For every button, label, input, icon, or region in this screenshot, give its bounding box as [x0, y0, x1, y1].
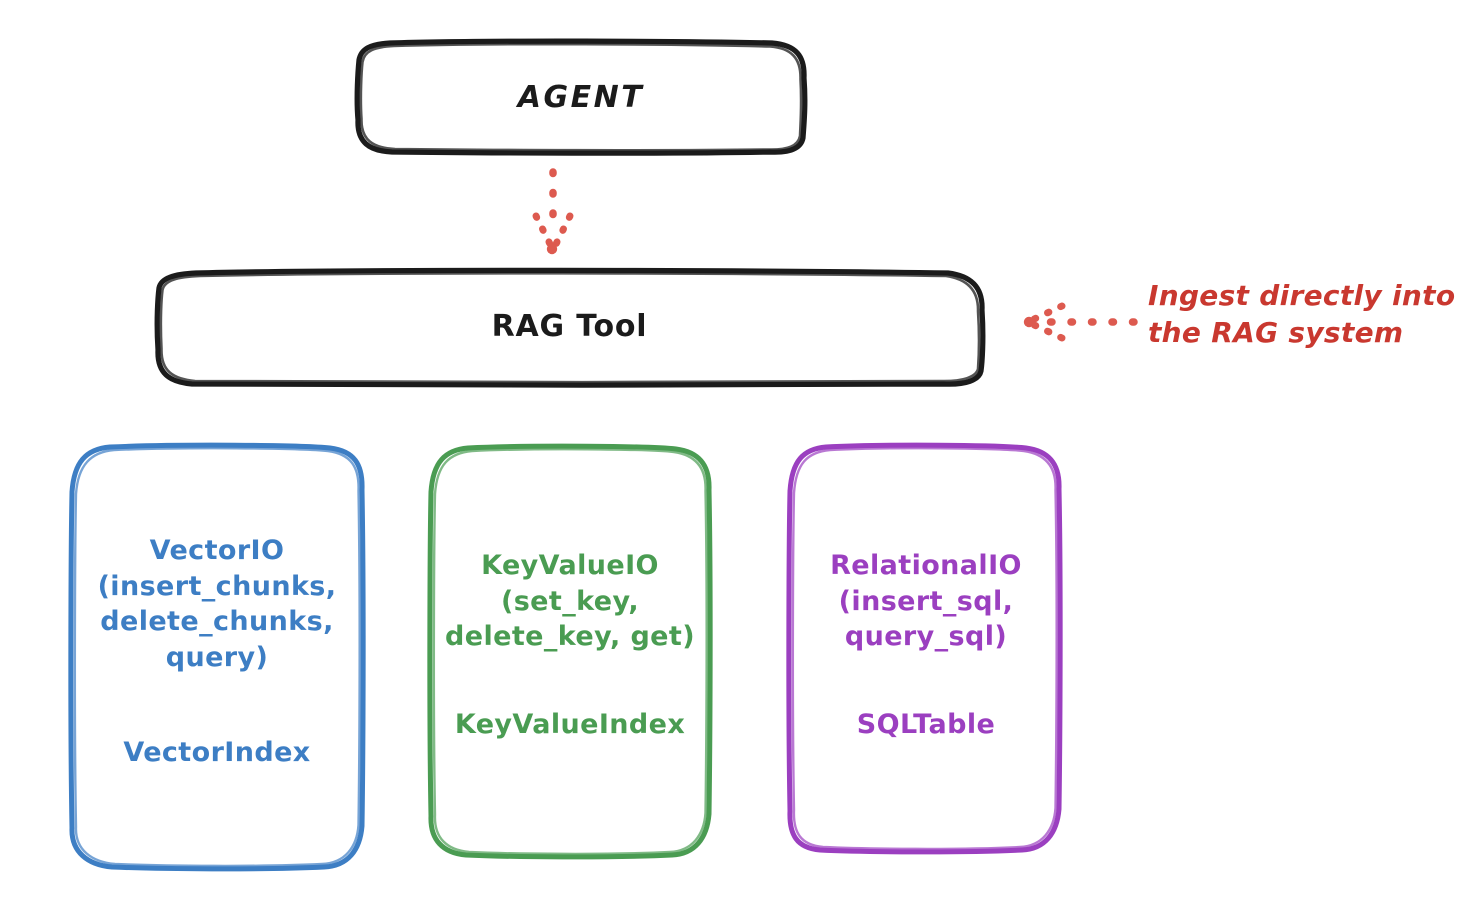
key-value-io-node-shape[interactable]: [427, 443, 713, 860]
agent-node-shape[interactable]: [354, 38, 808, 156]
relational-io-node-shape[interactable]: [786, 442, 1063, 855]
agent-to-rag-tool-connector-icon: [532, 168, 574, 255]
ingest-connector-icon: [1023, 302, 1138, 342]
rag-tool-node-shape[interactable]: [154, 267, 986, 388]
vector-io-node-shape[interactable]: [68, 442, 366, 872]
